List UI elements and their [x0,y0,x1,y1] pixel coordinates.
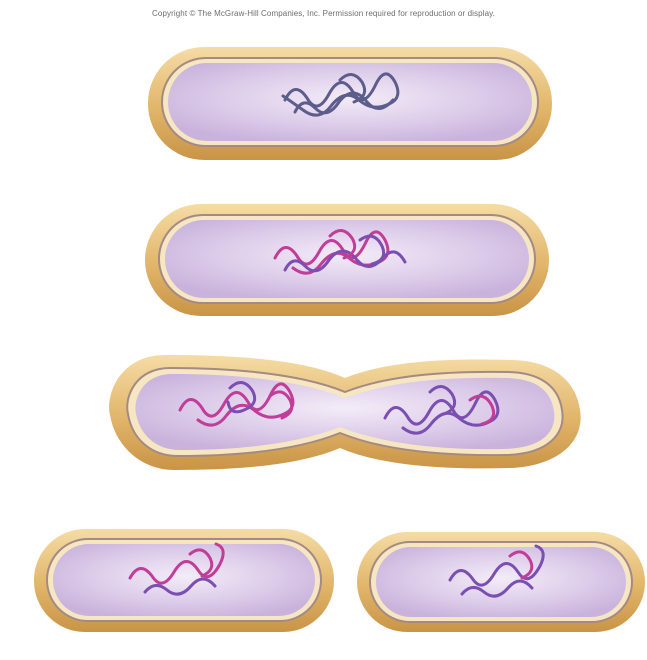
cytoplasm [53,544,315,616]
stage-1-cell [148,47,552,160]
cytoplasm [376,547,626,617]
stage-4-daughter-cell-left [34,529,334,632]
stage-4-daughter-cell-right [357,532,645,632]
stage-2-cell [145,204,549,316]
stage-3-dividing-cell [109,355,581,470]
